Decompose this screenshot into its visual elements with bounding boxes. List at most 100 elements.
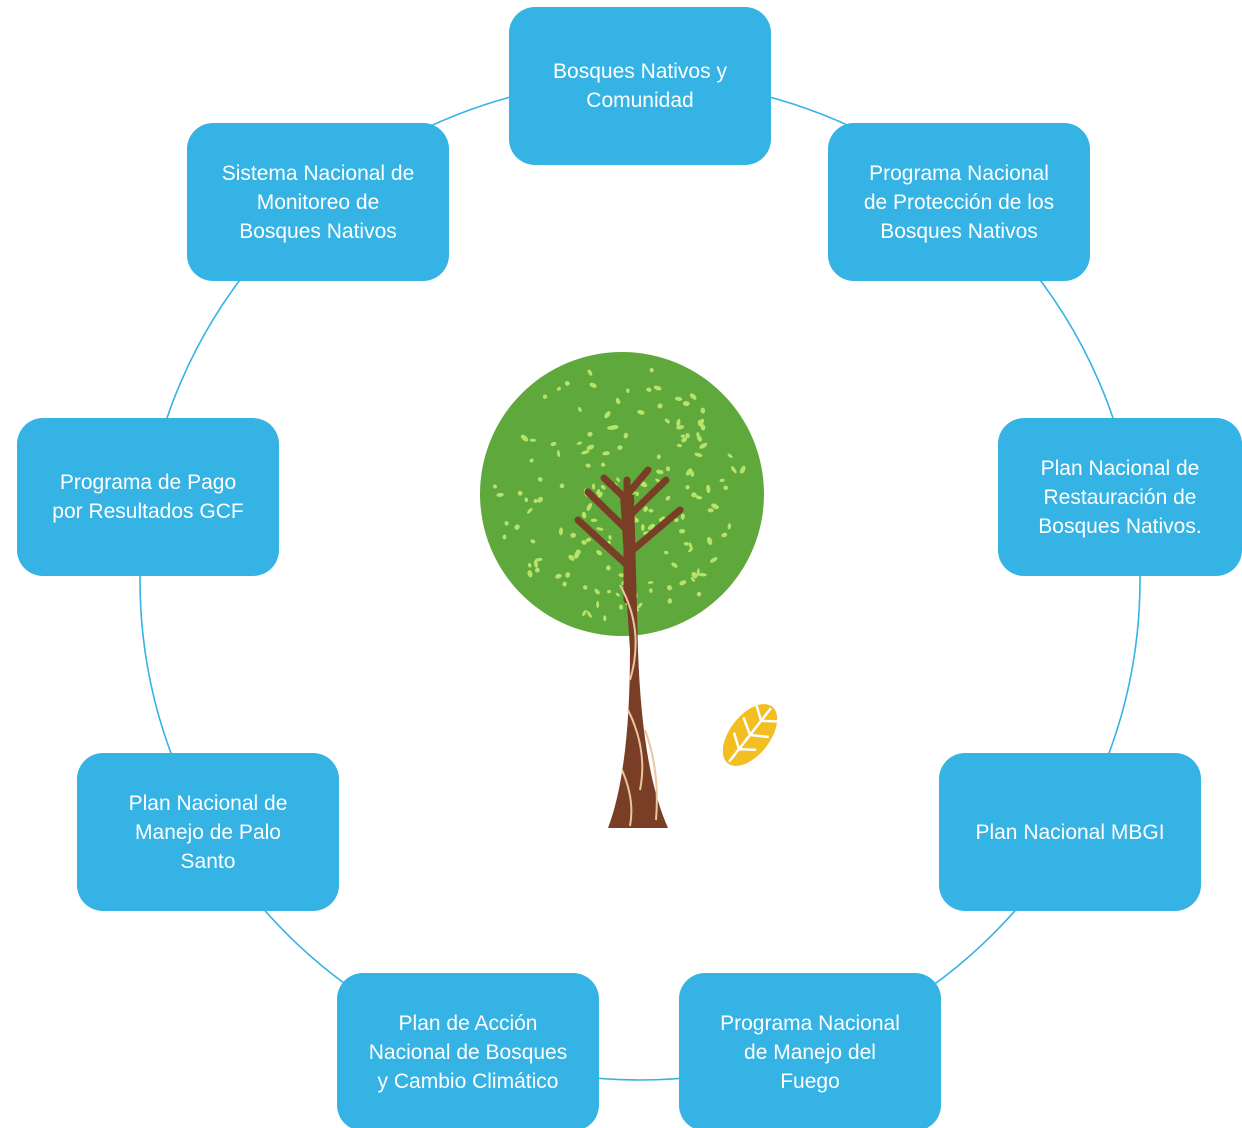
canopy-dot: [587, 369, 593, 376]
canopy-dot: [602, 451, 610, 456]
canopy-dot: [646, 387, 652, 392]
canopy-dot: [648, 508, 654, 513]
node-programa-proteccion: Programa Nacional de Protección de los B…: [828, 123, 1090, 281]
node-label: Plan Nacional de Restauración de Bosques…: [1038, 456, 1202, 538]
canopy-dot: [647, 581, 654, 584]
canopy-dot: [643, 506, 648, 512]
canopy-dot: [533, 559, 538, 568]
canopy-dot: [517, 490, 523, 496]
canopy-dot: [683, 541, 689, 546]
canopy-dot: [585, 537, 592, 542]
canopy-dot: [696, 591, 702, 597]
canopy-dot: [615, 397, 621, 405]
canopy-dot: [564, 381, 570, 386]
canopy-dot: [586, 502, 593, 511]
canopy-dot: [656, 454, 661, 460]
canopy-dot: [556, 386, 561, 391]
canopy-dot: [706, 484, 711, 494]
canopy-dot: [559, 483, 565, 489]
node-programa-manejo-fuego: Programa Nacional de Manejo del Fuego: [679, 973, 941, 1128]
canopy-dot: [696, 435, 703, 442]
canopy-dot: [664, 418, 670, 424]
canopy-dot: [582, 585, 588, 590]
canopy-dot: [690, 577, 696, 582]
canopy-dot: [596, 600, 600, 609]
canopy-dot: [695, 495, 703, 500]
canopy-dot: [535, 557, 543, 562]
canopy-dot: [608, 535, 612, 540]
canopy-dot: [665, 466, 671, 472]
canopy-dot: [616, 477, 620, 483]
canopy-dot: [649, 588, 653, 593]
canopy-dot: [682, 401, 690, 407]
canopy-dot: [730, 466, 737, 474]
canopy-dot: [740, 465, 746, 474]
canopy-dot: [655, 478, 661, 483]
canopy-dot: [527, 562, 532, 568]
canopy-dot: [689, 393, 697, 400]
canopy-dot: [679, 528, 686, 534]
canopy-dot: [665, 495, 671, 501]
canopy-dot: [656, 469, 664, 475]
canopy-dot: [607, 589, 612, 594]
canopy-dot: [696, 568, 700, 577]
canopy-dot: [586, 444, 595, 451]
canopy-dot: [530, 539, 536, 544]
node-label: Plan Nacional MBGI: [975, 820, 1165, 844]
canopy-dot: [711, 503, 719, 510]
canopy-dot: [671, 562, 678, 568]
canopy-dot: [542, 394, 548, 399]
canopy-dot: [534, 567, 540, 573]
canopy-dot: [615, 592, 620, 597]
canopy-dot: [674, 518, 679, 523]
tree-trunk: [608, 495, 668, 828]
canopy-dot: [502, 534, 507, 540]
canopy-dot: [565, 572, 571, 578]
canopy-dot: [607, 425, 617, 430]
node-label: Programa Nacional de Manejo del Fuego: [720, 1011, 900, 1093]
canopy-dot: [581, 511, 587, 519]
canopy-dot: [663, 550, 669, 555]
canopy-dot: [581, 450, 590, 455]
canopy-dot: [685, 468, 693, 476]
canopy-dot: [618, 604, 624, 610]
canopy-dot: [574, 550, 580, 559]
canopy-dot: [524, 497, 529, 503]
canopy-dot: [694, 452, 703, 457]
node-bosques-nativos-comunidad: Bosques Nativos y Comunidad: [509, 7, 771, 165]
tree-branch: [584, 488, 631, 534]
canopy-dot: [562, 581, 567, 587]
canopy-dot: [604, 411, 611, 419]
canopy-dot: [558, 527, 564, 536]
canopy-dot: [603, 615, 607, 622]
canopy-dot: [723, 485, 729, 491]
canopy-dot: [590, 518, 598, 523]
canopy-dot: [685, 433, 690, 439]
canopy-dot: [617, 445, 623, 450]
node-label: Sistema Nacional de Monitoreo de Bosques…: [221, 161, 415, 243]
canopy-dot: [727, 453, 733, 458]
canopy-dot: [640, 524, 645, 531]
canopy-dot: [719, 478, 725, 483]
node-label: Programa de Pago por Resultados GCF: [52, 471, 244, 523]
node-label: Programa Nacional de Protección de los B…: [863, 161, 1055, 243]
node-plan-restauracion: Plan Nacional de Restauración de Bosques…: [998, 418, 1242, 576]
canopy-dot: [568, 554, 575, 561]
node-label: Plan de Acción Nacional de Bosques y Cam…: [368, 1011, 568, 1093]
canopy-dot: [657, 403, 663, 409]
canopy-dot: [537, 496, 544, 503]
canopy-dot: [596, 550, 603, 556]
node-plan-mbgi: Plan Nacional MBGI: [939, 753, 1201, 911]
tree-icon: [480, 352, 779, 828]
canopy-dot: [591, 483, 596, 490]
canopy-dot: [533, 498, 538, 504]
canopy-dot: [581, 540, 587, 545]
canopy-dot: [680, 513, 685, 520]
canopy-dot: [618, 573, 625, 578]
canopy-dot: [635, 491, 639, 496]
canopy-dot: [676, 425, 685, 430]
canopy-dot: [596, 527, 604, 531]
canopy-dot: [585, 463, 591, 468]
canopy-dot: [691, 492, 697, 498]
